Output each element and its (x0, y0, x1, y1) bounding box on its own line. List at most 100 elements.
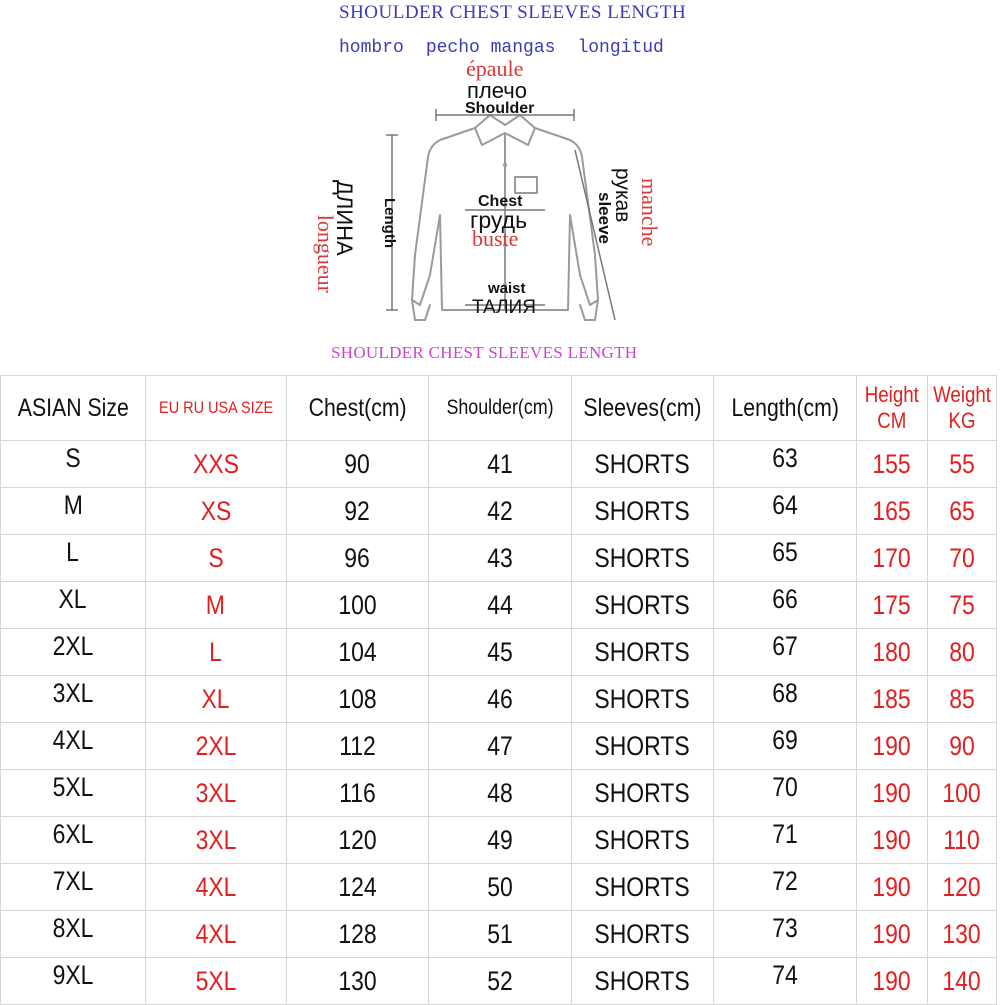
label-dlina: ДЛИНА (332, 180, 357, 256)
cell-eu-size: L (144, 628, 287, 676)
label-grud: грудь (470, 207, 528, 233)
cell-asian-size: 5XL (0, 769, 146, 817)
cell-length: 71 (713, 816, 858, 864)
cell-length: 65 (713, 534, 858, 582)
cell-height: 190 (856, 863, 928, 911)
cell-height: 190 (856, 910, 928, 958)
cell-sleeves: SHORTS (570, 534, 715, 582)
label-hombro: hombro (339, 38, 404, 58)
cell-sleeves: SHORTS (570, 863, 715, 911)
cell-asian-size: 9XL (0, 957, 146, 1005)
cell-chest: 130 (285, 957, 429, 1005)
cell-shoulder: 50 (427, 863, 572, 911)
cell-sleeves: SHORTS (570, 440, 715, 488)
cell-shoulder: 46 (427, 675, 572, 723)
cell-chest: 104 (285, 628, 429, 676)
cell-eu-size: 4XL (144, 863, 287, 911)
cell-shoulder: 43 (427, 534, 572, 582)
cell-sleeves: SHORTS (570, 957, 715, 1005)
cell-chest: 90 (285, 440, 429, 488)
cell-sleeves: SHORTS (570, 581, 715, 629)
cell-asian-size: 8XL (0, 910, 146, 958)
cell-weight: 80 (926, 628, 998, 676)
cell-shoulder: 42 (427, 487, 572, 535)
cell-weight: 65 (926, 487, 998, 535)
cell-sleeves: SHORTS (570, 910, 715, 958)
cell-weight: 110 (926, 816, 998, 864)
cell-shoulder: 52 (427, 957, 572, 1005)
cell-height: 190 (856, 816, 928, 864)
diagram-footer-english: SHOULDER CHEST SLEEVES LENGTH (331, 343, 638, 362)
cell-chest: 120 (285, 816, 429, 864)
cell-eu-size: 4XL (144, 910, 287, 958)
cell-eu-size: XXS (144, 440, 287, 488)
cell-shoulder: 51 (427, 910, 572, 958)
cell-length: 73 (713, 910, 858, 958)
cell-height: 180 (856, 628, 928, 676)
cell-asian-size: 2XL (0, 628, 146, 676)
cell-weight: 120 (926, 863, 998, 911)
cell-weight: 75 (926, 581, 998, 629)
cell-chest: 108 (285, 675, 429, 723)
cell-height: 175 (856, 581, 928, 629)
cell-chest: 100 (285, 581, 429, 629)
header-length: Length(cm) (713, 375, 858, 441)
cell-weight: 85 (926, 675, 998, 723)
cell-asian-size: M (0, 487, 146, 535)
cell-weight: 130 (926, 910, 998, 958)
cell-shoulder: 47 (427, 722, 572, 770)
shirt-outline-diagram (386, 109, 616, 321)
cell-sleeves: SHORTS (570, 628, 715, 676)
cell-length: 69 (713, 722, 858, 770)
cell-height: 165 (856, 487, 928, 535)
label-buste: buste (472, 226, 519, 251)
cell-eu-size: M (144, 581, 287, 629)
cell-height: 155 (856, 440, 928, 488)
cell-shoulder: 49 (427, 816, 572, 864)
size-chart-table: ASIAN Size EU RU USA SIZE Chest(cm) Shou… (0, 375, 998, 1005)
cell-length: 72 (713, 863, 858, 911)
cell-weight: 90 (926, 722, 998, 770)
cell-chest: 96 (285, 534, 429, 582)
cell-weight: 55 (926, 440, 998, 488)
cell-sleeves: SHORTS (570, 675, 715, 723)
cell-length: 67 (713, 628, 858, 676)
cell-asian-size: 7XL (0, 863, 146, 911)
cell-eu-size: 2XL (144, 722, 287, 770)
cell-sleeves: SHORTS (570, 769, 715, 817)
cell-length: 64 (713, 487, 858, 535)
cell-chest: 112 (285, 722, 429, 770)
cell-shoulder: 45 (427, 628, 572, 676)
label-pecho-mangas: pecho mangas (425, 38, 556, 58)
cell-eu-size: XS (144, 487, 287, 535)
cell-length: 68 (713, 675, 858, 723)
cell-sleeves: SHORTS (570, 816, 715, 864)
cell-asian-size: 4XL (0, 722, 146, 770)
cell-chest: 116 (285, 769, 429, 817)
cell-weight: 100 (926, 769, 998, 817)
cell-eu-size: S (144, 534, 287, 582)
cell-height: 190 (856, 722, 928, 770)
cell-height: 190 (856, 957, 928, 1005)
table-header-row: ASIAN Size EU RU USA SIZE Chest(cm) Shou… (0, 375, 998, 441)
cell-chest: 92 (285, 487, 429, 535)
label-talia: ТАЛИЯ (472, 297, 536, 318)
cell-weight: 70 (926, 534, 998, 582)
label-sleeve: sleeve (595, 192, 614, 244)
cell-asian-size: L (0, 534, 146, 582)
cell-chest: 124 (285, 863, 429, 911)
cell-length: 66 (713, 581, 858, 629)
cell-shoulder: 48 (427, 769, 572, 817)
cell-eu-size: 3XL (144, 816, 287, 864)
header-chest: Chest(cm) (285, 375, 429, 441)
header-asian-size: ASIAN Size (0, 375, 146, 441)
label-manche: manche (637, 178, 662, 247)
